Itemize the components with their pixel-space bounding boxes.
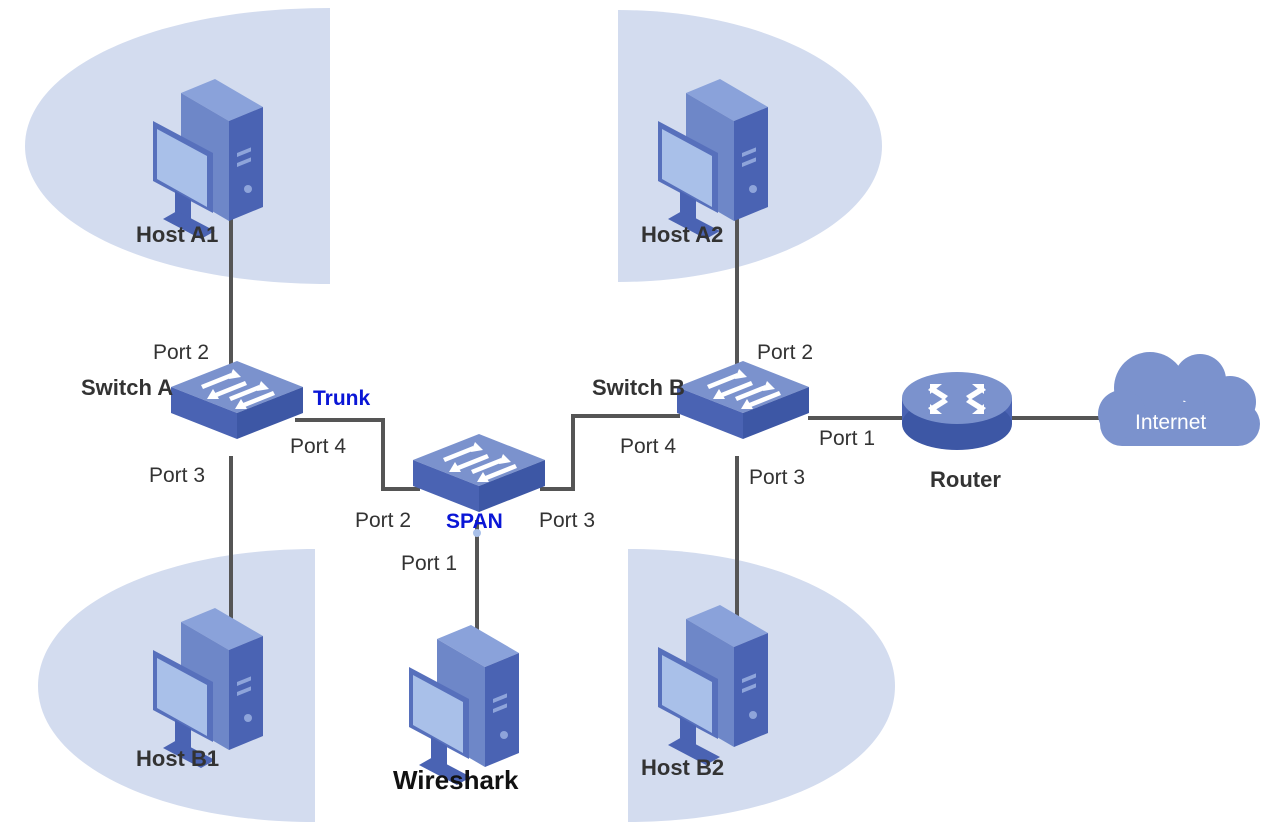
- switch-b-port1-label: Port 1: [819, 427, 876, 450]
- host-b2-label: Host B2: [641, 755, 725, 780]
- span-port-dot: [473, 529, 481, 537]
- internet-cloud-icon: [1098, 352, 1260, 446]
- host-a2-label: Host A2: [641, 222, 724, 247]
- switch-a-port2-label: Port 2: [153, 341, 210, 364]
- link-switch-b-mid: [540, 414, 680, 491]
- mirror-switch-icon: [413, 434, 545, 512]
- mirror-port3-label: Port 3: [539, 509, 596, 532]
- host-b1-label: Host B1: [136, 746, 220, 771]
- switch-b-port2-label: Port 2: [757, 341, 814, 364]
- switch-a-port3-label: Port 3: [149, 464, 206, 487]
- mirror-port2-label: Port 2: [355, 509, 412, 532]
- span-label: SPAN: [446, 510, 503, 533]
- wireshark-label: Wireshark: [393, 765, 519, 795]
- switch-a-label: Switch A: [81, 375, 174, 400]
- mirror-port1-label: Port 1: [401, 552, 458, 575]
- switch-b-port4-label: Port 4: [620, 435, 677, 458]
- internet-label: Internet: [1135, 411, 1207, 434]
- switch-b-label: Switch B: [592, 375, 685, 400]
- switch-a-port4-label: Port 4: [290, 435, 347, 458]
- switch-b-port3-label: Port 3: [749, 466, 806, 489]
- switch-b-icon: [677, 361, 809, 439]
- switch-a-icon: [171, 361, 303, 439]
- wireshark-pc-icon: [409, 625, 519, 785]
- router-label: Router: [930, 467, 1001, 492]
- trunk-label: Trunk: [313, 387, 371, 410]
- host-a1-label: Host A1: [136, 222, 219, 247]
- link-trunk: [295, 418, 420, 491]
- router-icon: [902, 372, 1012, 450]
